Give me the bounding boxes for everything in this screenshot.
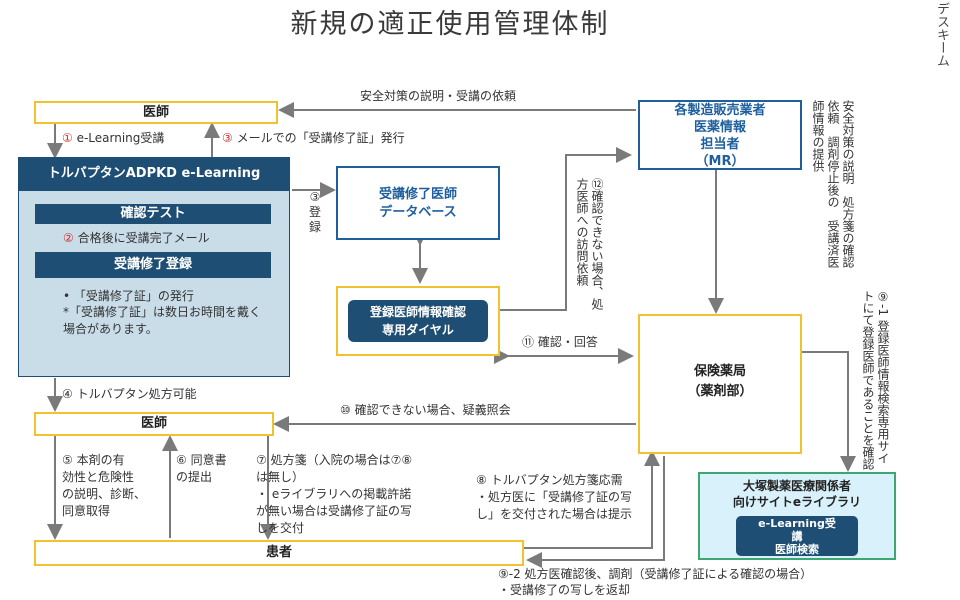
label-mr-info: 安全対策の説明 処方箋の確認依頼 調剤停止後の 受講済医師情報の提供	[811, 100, 855, 268]
bullet-2: *「受講修了証」は数日お時間を戴く場合があります。	[63, 305, 262, 336]
otsuka-box: 大塚製薬医療関係者 向けサイトeライブラリ e-Learning受 講 医師検索	[698, 472, 896, 560]
dial-inner: 登録医師情報確認 専用ダイヤル	[348, 300, 488, 342]
test-bar: 確認テスト	[35, 204, 271, 224]
elearning-title: トルバプタンADPKD e-Learning	[18, 157, 290, 191]
label-4: ④ トルバプタン処方可能	[62, 387, 197, 401]
elearning-panel: トルバプタンADPKD e-Learning 確認テスト ② 合格後に受講完了メ…	[18, 157, 290, 377]
label-9-1: ⑨-1 登録医師情報検索専用サイトにて登録医師であることを確認	[861, 290, 890, 470]
label-3b: ③ 登 録	[308, 190, 321, 234]
otsuka-title: 大塚製薬医療関係者 向けサイトeライブラリ	[732, 479, 862, 509]
dial-box: 登録医師情報確認 専用ダイヤル	[336, 286, 500, 356]
label-11: ⑪ 確認・回答	[522, 335, 598, 349]
otsuka-inner: e-Learning受 講 医師検索	[736, 516, 858, 556]
label-7: ⑦ 処方箋（入院の場合は⑦⑧ は無し） ・ eライブラリへの掲載許諾 が無い場合…	[256, 453, 413, 535]
patient-box: 患者	[34, 540, 524, 566]
page-title: 新規の適正使用管理体制	[290, 9, 610, 40]
label-5: ⑤ 本剤の有 効性と危険性 の説明、診断、 同意取得	[62, 453, 147, 518]
doctor-mid-label: 医師	[140, 416, 167, 431]
label-9-2: ⑨-2 処方医確認後、調剤（受講修了証による確認の場合） ・受講修了の写しを返却	[498, 567, 813, 597]
patient-label: 患者	[265, 545, 292, 560]
pharmacy-box: 保険薬局 （薬剤部）	[638, 314, 802, 454]
arrow-pharmacy-to-patient	[526, 456, 665, 568]
doctor-top-box: 医師	[34, 101, 278, 124]
doctor-top-label: 医師	[142, 105, 169, 120]
mr-box: 各製造販売業者 医薬情報 担当者 （MR）	[638, 100, 802, 170]
arrow-patient-to-pharmacy	[524, 450, 660, 549]
arrow-dial-to-mr	[500, 147, 632, 311]
register-bar: 受講修了登録	[35, 252, 271, 278]
label-top: 安全対策の説明・受講の依頼	[360, 89, 517, 103]
label-3a: ③ メールでの「受講修了証」発行	[222, 131, 405, 145]
label-10: ⑩ 確認できない場合、疑義照会	[340, 403, 511, 417]
db-box: 受講修了医師 データベース	[336, 166, 500, 240]
label-2: ② 合格後に受講完了メール	[63, 231, 210, 245]
label-1: ① e-Learning受講	[62, 131, 165, 145]
bullet-1: • 「受講修了証」の発行	[63, 289, 194, 303]
label-12: ⑫確認できない場合、処方医師への訪問依頼	[575, 178, 604, 310]
label-8: ⑧ トルバプタン処方箋応需 ・処方医に「受講修了証の写 し」を交付された場合は提…	[476, 473, 633, 521]
doctor-mid-box: 医師	[34, 412, 274, 436]
corner-text: デスキーム	[934, 2, 949, 67]
arrow-pharmacy-to-otsuka	[802, 351, 856, 472]
label-6: ⑥ 同意書 の提出	[176, 453, 227, 484]
